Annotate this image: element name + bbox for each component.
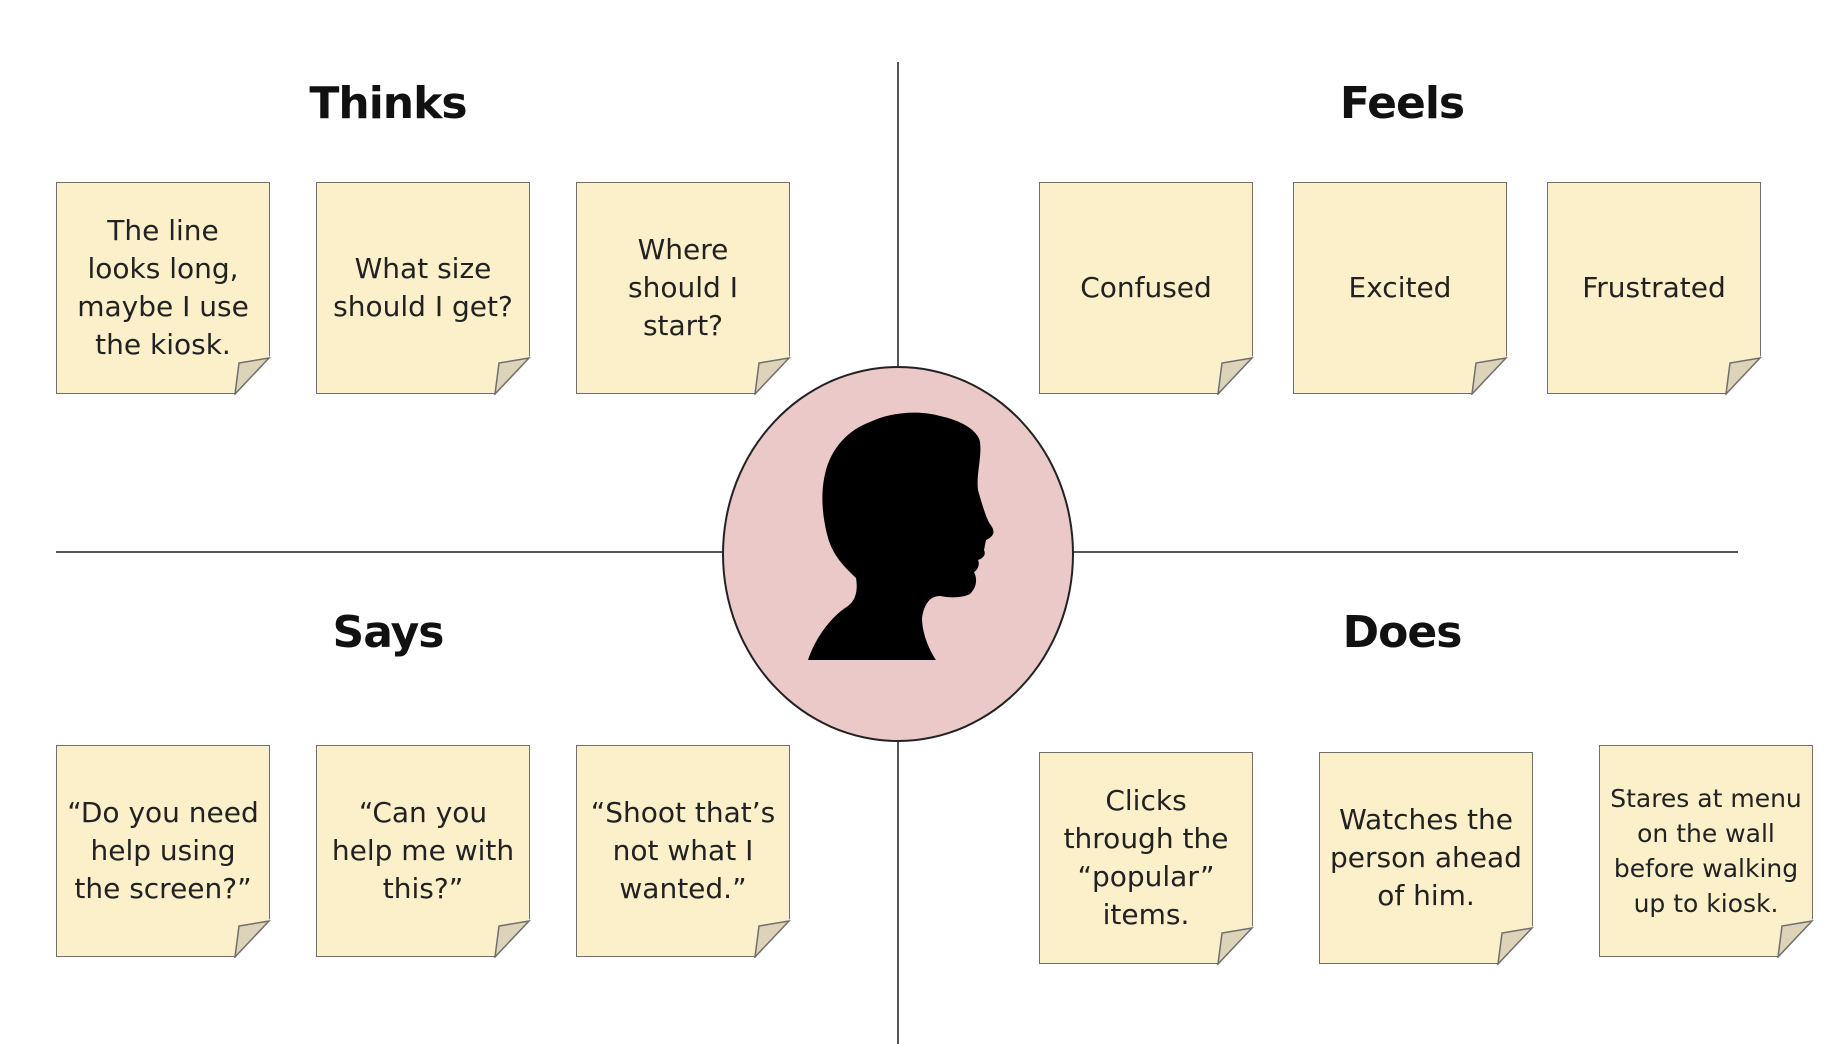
- thinks-note-2-text: What size should I get?: [333, 252, 513, 323]
- thinks-note-2: What size should I get?: [316, 182, 530, 394]
- fold-corner-icon: [234, 920, 271, 958]
- fold-corner-icon: [1217, 927, 1254, 965]
- does-note-1-text: Clicks through the “popular” items.: [1063, 784, 1229, 931]
- feels-note-1-text: Confused: [1080, 271, 1212, 304]
- thinks-note-3-text: Where should I start?: [628, 233, 738, 342]
- fold-corner-icon: [754, 920, 791, 958]
- says-note-1-text: “Do you need help using the screen?”: [67, 796, 259, 905]
- fold-corner-icon: [1217, 357, 1254, 395]
- vertical-divider-bottom: [897, 740, 899, 1044]
- horizontal-divider-right: [1072, 551, 1738, 553]
- fold-corner-icon: [494, 357, 531, 395]
- says-note-2: “Can you help me with this?”: [316, 745, 530, 957]
- says-heading: Says: [332, 607, 445, 658]
- feels-note-3-text: Frustrated: [1582, 271, 1726, 304]
- feels-heading: Feels: [1339, 78, 1465, 129]
- does-heading: Does: [1342, 607, 1463, 658]
- thinks-heading: Thinks: [309, 78, 467, 129]
- fold-corner-icon: [754, 357, 791, 395]
- does-note-3-text: Stares at menu on the wall before walkin…: [1610, 784, 1802, 918]
- fold-corner-icon: [494, 920, 531, 958]
- says-note-3-text: “Shoot that’s not what I wanted.”: [590, 796, 776, 905]
- vertical-divider-top: [897, 62, 899, 368]
- thinks-note-1-text: The line looks long, maybe I use the kio…: [77, 214, 249, 361]
- says-note-1: “Do you need help using the screen?”: [56, 745, 270, 957]
- fold-corner-icon: [234, 357, 271, 395]
- says-note-2-text: “Can you help me with this?”: [331, 796, 515, 905]
- fold-corner-icon: [1725, 357, 1762, 395]
- does-note-2: Watches the person ahead of him.: [1319, 752, 1533, 964]
- feels-note-2: Excited: [1293, 182, 1507, 394]
- does-note-2-text: Watches the person ahead of him.: [1330, 803, 1522, 912]
- thinks-note-1: The line looks long, maybe I use the kio…: [56, 182, 270, 394]
- fold-corner-icon: [1777, 920, 1814, 958]
- feels-note-3: Frustrated: [1547, 182, 1761, 394]
- horizontal-divider-left: [56, 551, 724, 553]
- does-note-3: Stares at menu on the wall before walkin…: [1599, 745, 1813, 957]
- fold-corner-icon: [1471, 357, 1508, 395]
- feels-note-2-text: Excited: [1348, 271, 1452, 304]
- feels-note-1: Confused: [1039, 182, 1253, 394]
- does-note-1: Clicks through the “popular” items.: [1039, 752, 1253, 964]
- says-note-3: “Shoot that’s not what I wanted.”: [576, 745, 790, 957]
- person-silhouette-icon: [808, 412, 994, 660]
- fold-corner-icon: [1497, 927, 1534, 965]
- thinks-note-3: Where should I start?: [576, 182, 790, 394]
